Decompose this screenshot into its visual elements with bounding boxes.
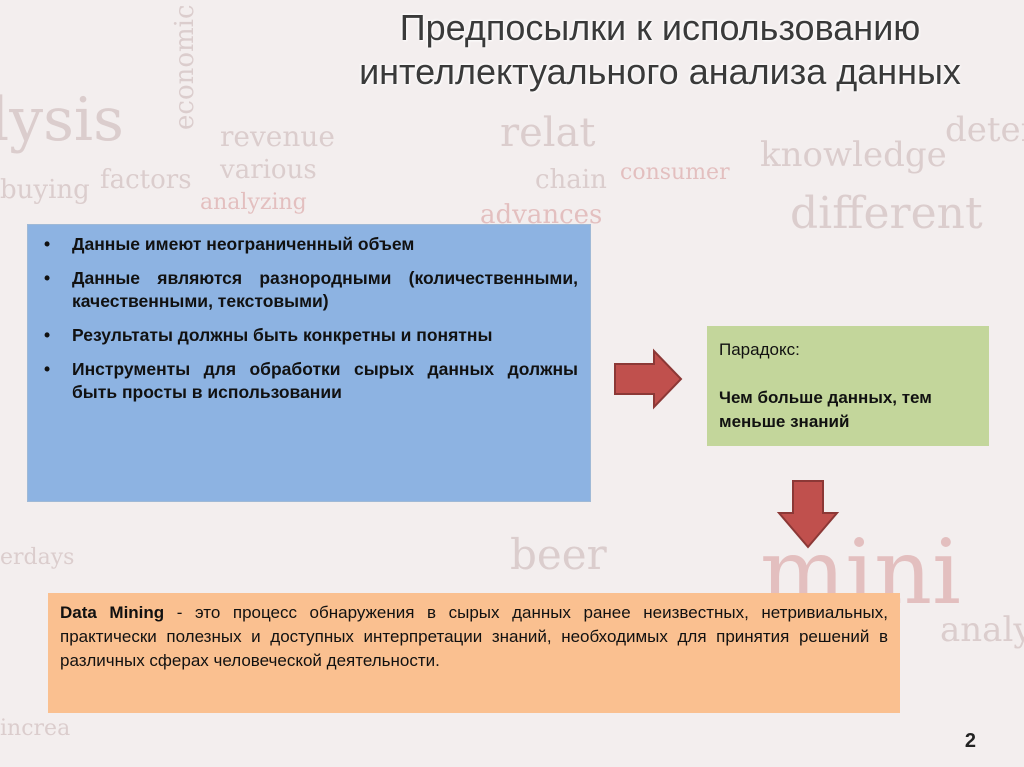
bg-word: economic xyxy=(170,4,200,130)
premises-box: Данные имеют неограниченный объем Данные… xyxy=(27,224,591,502)
premise-item: Результаты должны быть конкретны и понят… xyxy=(42,324,578,347)
paradox-box: Парадокс: Чем больше данных, тем меньше … xyxy=(707,326,989,446)
definition-text: - это процесс обнаружения в сырых данных… xyxy=(60,603,888,670)
bg-word: various xyxy=(220,155,317,185)
premise-item: Данные имеют неограниченный объем xyxy=(42,233,578,256)
bg-word: erdays xyxy=(0,545,75,570)
premise-item: Данные являются разнородными (количестве… xyxy=(42,267,578,313)
page-number: 2 xyxy=(964,730,976,752)
bg-word: relat xyxy=(500,110,596,156)
bg-word: factors xyxy=(100,165,192,195)
bg-word: knowledge xyxy=(760,135,947,175)
arrow-right-icon xyxy=(614,348,683,410)
bg-word: increa xyxy=(0,716,71,741)
bg-word: analy xyxy=(940,610,1024,650)
bg-word: consumer xyxy=(620,160,730,185)
paradox-label: Парадокс: xyxy=(719,340,800,359)
bg-word: revenue xyxy=(220,120,335,153)
slide-title: Предпосылки к использованию интеллектуал… xyxy=(359,7,961,92)
bg-word: analyzing xyxy=(200,190,307,215)
bg-word: beer xyxy=(510,530,607,579)
bg-word: chain xyxy=(535,165,607,195)
definition-box: Data Mining - это процесс обнаружения в … xyxy=(48,593,900,713)
bg-word: lysis xyxy=(0,85,124,155)
premises-list: Данные имеют неограниченный объем Данные… xyxy=(42,233,578,404)
bg-word: buying xyxy=(0,175,90,205)
definition-term: Data Mining xyxy=(60,603,165,622)
bg-word: deter xyxy=(945,110,1024,150)
paradox-statement: Чем больше данных, тем меньше знаний xyxy=(719,388,932,431)
premise-item: Инструменты для обработки сырых данных д… xyxy=(42,358,578,404)
bg-word: different xyxy=(790,188,983,239)
arrow-down-icon xyxy=(776,480,840,549)
